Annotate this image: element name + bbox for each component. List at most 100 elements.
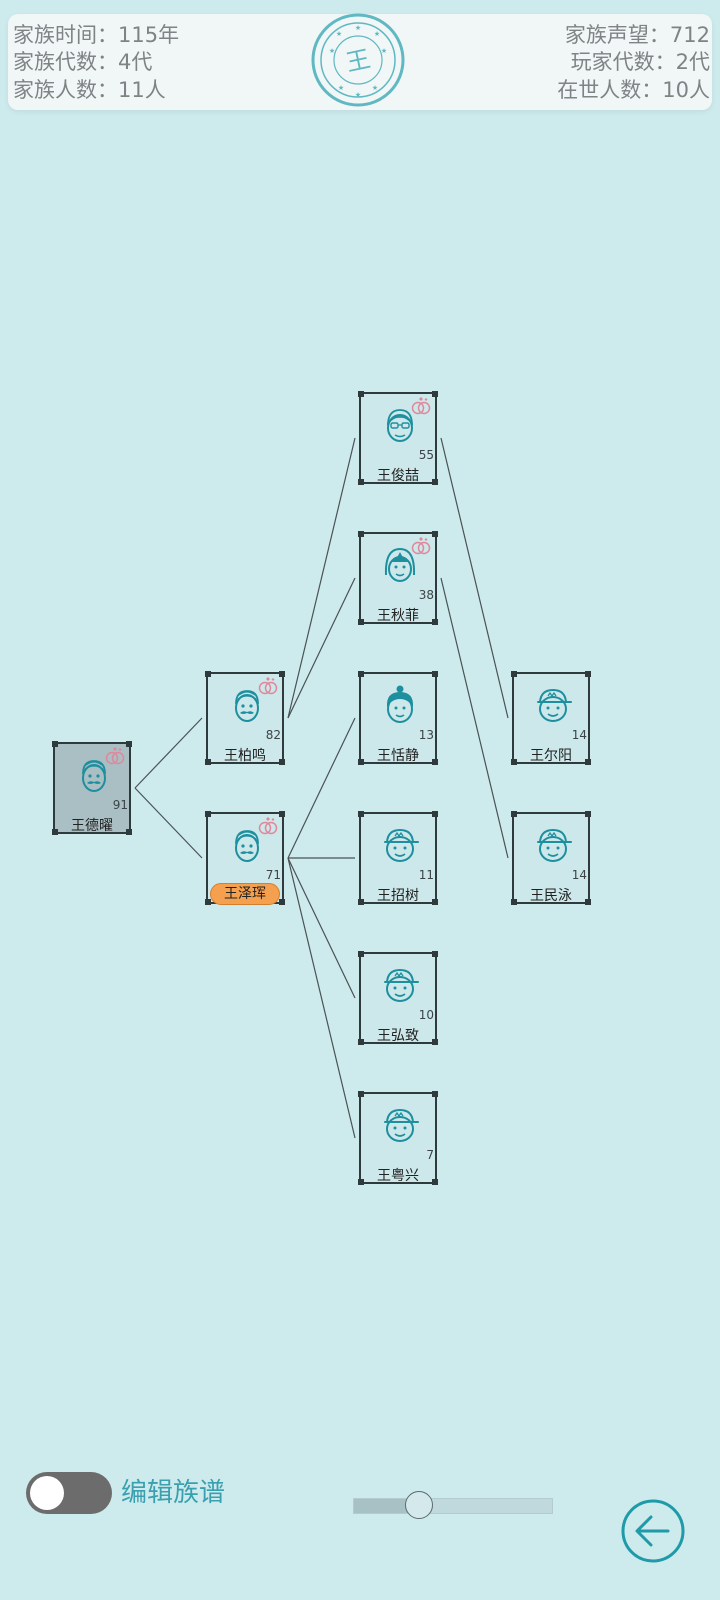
player-name-tag: 王泽珲 (210, 883, 280, 905)
card-corner (358, 811, 364, 817)
tree-link-line (287, 857, 356, 999)
family-member-card[interactable]: 13 王恬静 (358, 671, 438, 765)
member-name: 王秋菲 (377, 608, 419, 624)
family-member-card[interactable]: 82 王柏鸣 (205, 671, 285, 765)
zoom-slider-fill (354, 1499, 420, 1513)
card-corner (432, 1091, 438, 1097)
card-corner (52, 829, 58, 835)
card-corner (358, 479, 364, 485)
member-age: 91 (112, 798, 128, 812)
wedding-rings-icon (411, 537, 431, 555)
card-corner (432, 951, 438, 957)
svg-text:★: ★ (372, 84, 378, 92)
svg-text:★: ★ (355, 91, 361, 99)
wedding-rings-icon (411, 397, 431, 415)
tree-link-line (287, 577, 356, 719)
member-name: 王民泳 (530, 888, 572, 904)
card-corner (279, 811, 285, 817)
tree-link-line (440, 437, 509, 719)
seal-character: 王 (344, 45, 373, 77)
family-prestige: 家族声望：712 (564, 23, 710, 47)
tree-link-line (440, 577, 509, 859)
tree-link-line (287, 437, 356, 719)
card-corner (432, 759, 438, 765)
card-corner (432, 619, 438, 625)
card-corner (432, 1179, 438, 1185)
svg-text:★: ★ (355, 24, 361, 32)
member-age: 14 (571, 728, 587, 742)
toggle-knob (30, 1476, 64, 1510)
card-corner (511, 671, 517, 677)
boy-cap-avatar-icon (384, 968, 419, 1002)
family-member-card[interactable]: 10 王弘致 (358, 951, 438, 1045)
member-name: 王柏鸣 (224, 748, 266, 764)
card-corner (585, 811, 591, 817)
card-corner (511, 811, 517, 817)
card-corner (511, 759, 517, 765)
member-name: 王恬静 (377, 748, 419, 764)
card-corner (358, 899, 364, 905)
card-corner (358, 619, 364, 625)
card-corner (126, 741, 132, 747)
boy-cap-avatar-icon (537, 828, 572, 862)
card-corner (279, 671, 285, 677)
tree-link-line (287, 857, 356, 1139)
card-corner (358, 531, 364, 537)
card-corner (432, 1039, 438, 1045)
svg-text:★: ★ (336, 30, 342, 38)
card-corner (511, 899, 517, 905)
elder-man-avatar-icon (235, 830, 259, 862)
player-generation: 玩家代数：2代 (570, 50, 710, 74)
wedding-rings-icon (258, 677, 278, 695)
tree-link-line (287, 717, 356, 859)
boy-cap-avatar-icon (384, 1108, 419, 1142)
card-corner (432, 531, 438, 537)
member-age: 71 (265, 868, 281, 882)
family-info-panel: 家族时间：115年 家族代数：4代 家族人数：11人 家族声望：712 玩家代数… (8, 13, 712, 110)
family-member-card[interactable]: 14 王尔阳 (511, 671, 591, 765)
member-age: 13 (418, 728, 434, 742)
card-corner (432, 479, 438, 485)
member-name: 王俊喆 (377, 468, 419, 484)
family-generations: 家族代数：4代 (13, 50, 153, 74)
card-corner (432, 811, 438, 817)
woman-avatar-icon (384, 547, 416, 582)
card-corner (432, 899, 438, 905)
girl-bun-avatar-icon (386, 685, 414, 723)
edit-family-tree-toggle[interactable] (26, 1472, 112, 1514)
family-members: 家族人数：11人 (13, 78, 166, 102)
family-member-card[interactable]: 91 王德曜 (52, 741, 132, 835)
zoom-slider[interactable] (353, 1491, 553, 1519)
edit-family-tree-label: 编辑族谱 (121, 1478, 226, 1508)
member-age: 82 (265, 728, 281, 742)
member-age: 10 (418, 1008, 434, 1022)
back-arrow-icon[interactable] (620, 1498, 686, 1564)
family-member-card[interactable]: 55 王俊喆 (358, 391, 438, 485)
card-corner (52, 741, 58, 747)
member-name: 王粤兴 (377, 1168, 419, 1184)
card-corner (358, 1179, 364, 1185)
card-corner (358, 391, 364, 397)
card-corner (358, 951, 364, 957)
card-corner (432, 391, 438, 397)
member-name: 王德曜 (71, 818, 113, 834)
card-corner (358, 1039, 364, 1045)
wedding-rings-icon (105, 747, 125, 765)
member-age: 55 (418, 448, 434, 462)
member-name: 王弘致 (377, 1028, 419, 1044)
card-corner (358, 1091, 364, 1097)
svg-text:★: ★ (381, 47, 387, 55)
card-corner (358, 671, 364, 677)
card-corner (205, 811, 211, 817)
zoom-slider-thumb[interactable] (405, 1491, 434, 1519)
card-corner (585, 899, 591, 905)
card-corner (279, 899, 285, 905)
svg-text:★: ★ (338, 84, 344, 92)
member-name: 王尔阳 (530, 748, 572, 764)
